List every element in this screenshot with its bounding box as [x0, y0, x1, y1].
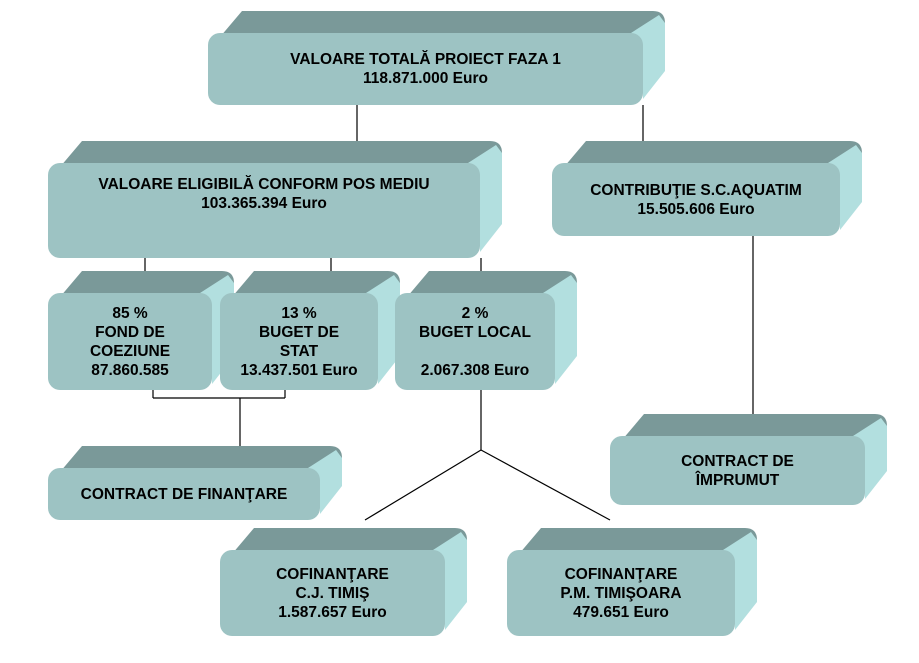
node-text-line: C.J. TIMIŞ	[295, 584, 370, 602]
node-label: VALOARE TOTALĂ PROIECT FAZA 1 118.871.000…	[208, 33, 643, 105]
box-front-face	[48, 293, 212, 390]
box-top-face	[519, 528, 757, 562]
box-side-face	[366, 275, 400, 384]
box-front-face	[220, 550, 445, 636]
node-text-line: COFINANŢARE	[276, 565, 389, 583]
node-buget-local: 2 %BUGET LOCAL 2.067.308 Euro	[395, 271, 577, 390]
node-eligibil: VALOARE ELIGIBILĂ CONFORM POS MEDIU 103.3…	[48, 141, 502, 258]
node-text-line: 2.067.308 Euro	[420, 361, 530, 379]
node-text-line: 85 %	[112, 304, 148, 322]
node-label: VALOARE ELIGIBILĂ CONFORM POS MEDIU 103.3…	[48, 163, 480, 258]
box-front-face	[507, 550, 735, 636]
node-text-line: CONTRACT DE FINANŢARE	[80, 485, 288, 503]
node-text-line: BUGET LOCAL	[419, 323, 531, 341]
node-text-line: 1.587.657 Euro	[278, 603, 387, 621]
node-text-line: ÎMPRUMUT	[695, 471, 780, 489]
box-top-face	[622, 414, 887, 448]
node-text-line: FOND DE	[95, 323, 165, 341]
node-text-line: 2 %	[461, 304, 489, 322]
box-top-face	[60, 141, 502, 175]
box-side-face	[828, 145, 862, 230]
connector-line	[480, 449, 611, 521]
node-text-line: P.M. TIMIŞOARA	[560, 584, 682, 602]
box-top-face	[232, 528, 467, 562]
node-text-line: 13 %	[281, 304, 317, 322]
node-text-line: 118.871.000 Euro	[363, 70, 488, 87]
box-front-face	[220, 293, 378, 390]
box-top-face	[232, 271, 400, 305]
box-front-face	[395, 293, 555, 390]
box-front-face	[610, 436, 865, 505]
box-front-face	[48, 468, 320, 520]
node-text-line: CONTRACT DE	[681, 452, 794, 470]
box-front-face	[208, 33, 643, 105]
box-side-face	[853, 418, 887, 499]
box-top-face	[60, 271, 234, 305]
node-text-line: VALOARE TOTALĂ PROIECT FAZA 1	[290, 51, 561, 68]
box-side-face	[631, 15, 665, 99]
node-text-line: 15.505.606 Euro	[637, 200, 755, 218]
box-top-face	[564, 141, 862, 175]
node-text-line: STAT	[279, 342, 319, 360]
box-top-face	[220, 11, 665, 45]
node-text-line: 87.860.585	[91, 361, 169, 379]
box-top-face	[407, 271, 577, 305]
node-text-line: 103.365.394 Euro	[201, 195, 327, 212]
node-text-line: 13.437.501 Euro	[240, 361, 358, 379]
node-text-line: CONTRIBUŢIE S.C.AQUATIM	[590, 181, 802, 199]
node-text-line: 479.651 Euro	[573, 603, 669, 621]
box-front-face	[48, 163, 480, 258]
node-total: VALOARE TOTALĂ PROIECT FAZA 1 118.871.000…	[208, 11, 665, 105]
box-front-face	[552, 163, 840, 236]
node-label: 2 %BUGET LOCAL 2.067.308 Euro	[395, 293, 555, 390]
node-text-line: COEZIUNE	[89, 342, 171, 360]
node-text-line: BUGET DE	[258, 323, 340, 341]
connector-line	[364, 449, 482, 521]
node-text-line: COFINANŢARE	[564, 565, 678, 583]
node-text-line: VALOARE ELIGIBILĂ CONFORM POS MEDIU	[98, 176, 430, 193]
box-side-face	[543, 275, 577, 384]
node-label: CONTRACT DE FINANŢARE	[48, 468, 320, 520]
box-top-face	[60, 446, 342, 480]
box-side-face	[468, 145, 502, 252]
node-contract-finantare: CONTRACT DE FINANŢARE	[48, 446, 342, 520]
box-side-face	[308, 450, 342, 514]
